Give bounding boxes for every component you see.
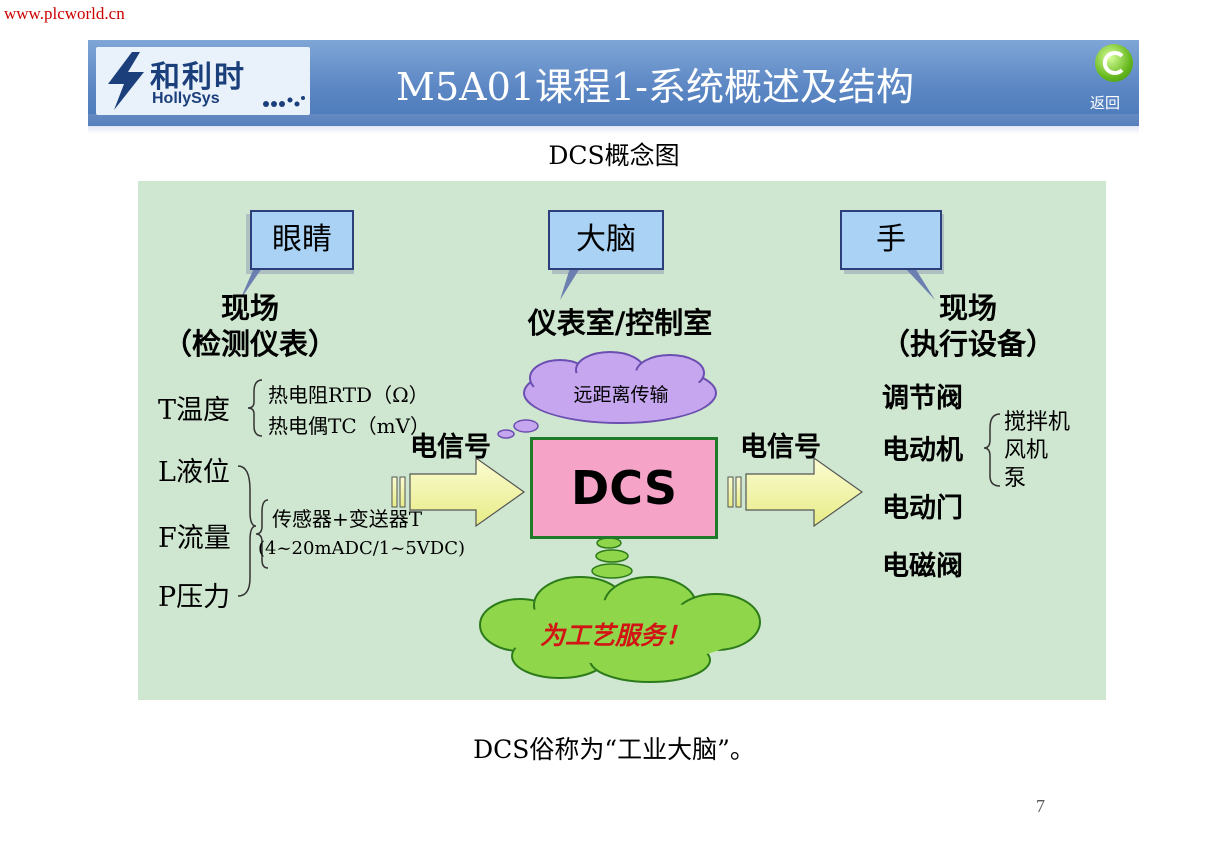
- field-left-line1: 现场: [220, 291, 279, 325]
- field-right-line1: 现场: [938, 291, 997, 325]
- service-cloud: [479, 537, 761, 683]
- service-cloud-label: 为工艺服务！: [539, 621, 690, 650]
- left-signal-arrow: [391, 456, 526, 528]
- transmitter-brace-left: [237, 465, 257, 597]
- lightning-logo-icon: [108, 52, 144, 110]
- right-item-solenoid-valve: 电磁阀: [882, 551, 963, 582]
- page-title: M5A01课程1-系统概述及结构: [396, 65, 914, 109]
- sensor-tc: 热电偶TC（mV）: [268, 414, 431, 438]
- transmitter-label: 传感器+变送器T: [272, 507, 423, 531]
- right-item-motor: 电动机: [882, 435, 963, 466]
- hand-bubble: 手: [840, 210, 942, 270]
- left-item-temperature: T温度: [158, 395, 231, 426]
- header-fade: [88, 114, 1139, 134]
- transmitter-brace-right: [255, 499, 269, 569]
- right-item-electric-gate: 电动门: [882, 493, 963, 524]
- motor-load-pump: 泵: [1004, 466, 1027, 491]
- left-item-flow: F流量: [158, 523, 231, 554]
- back-icon[interactable]: [1095, 44, 1133, 82]
- logo-english-text: HollySys: [152, 90, 220, 107]
- return-arrow-icon: [1102, 51, 1124, 75]
- back-link[interactable]: 返回: [1090, 94, 1121, 112]
- remote-transmission-cloud: [497, 351, 717, 439]
- page-number: 7: [1036, 796, 1045, 816]
- motor-load-mixer: 搅拌机: [1004, 410, 1071, 435]
- brain-bubble: 大脑: [548, 210, 664, 270]
- eye-bubble: 眼睛: [250, 210, 354, 270]
- left-item-pressure: P压力: [158, 582, 231, 613]
- field-left-line2: （检测仪表）: [162, 327, 337, 361]
- control-room-label: 仪表室/控制室: [527, 306, 713, 340]
- motor-brace: [983, 413, 1001, 487]
- diagram-subtitle: DCS概念图: [548, 141, 680, 170]
- signal-right-label: 电信号: [740, 432, 821, 463]
- signal-left-label: 电信号: [410, 432, 491, 463]
- remote-transmission-label: 远距离传输: [573, 384, 669, 406]
- temp-brace: [247, 379, 263, 437]
- sensor-rtd: 热电阻RTD（Ω）: [268, 383, 429, 407]
- watermark: www.plcworld.cn: [4, 4, 125, 23]
- field-right-line2: （执行设备）: [880, 327, 1055, 361]
- right-signal-arrow: [727, 456, 864, 528]
- left-item-level: L液位: [158, 457, 230, 488]
- dcs-core-box: DCS: [530, 437, 718, 539]
- caption: DCS俗称为“工业大脑”。: [473, 735, 755, 764]
- transmitter-range: (4~20mADC/1~5VDC): [258, 538, 466, 559]
- right-item-control-valve: 调节阀: [882, 383, 963, 414]
- motor-load-fan: 风机: [1004, 438, 1049, 463]
- logo-dots-icon: [263, 96, 305, 107]
- logo-chinese-text: 和利时: [150, 60, 246, 95]
